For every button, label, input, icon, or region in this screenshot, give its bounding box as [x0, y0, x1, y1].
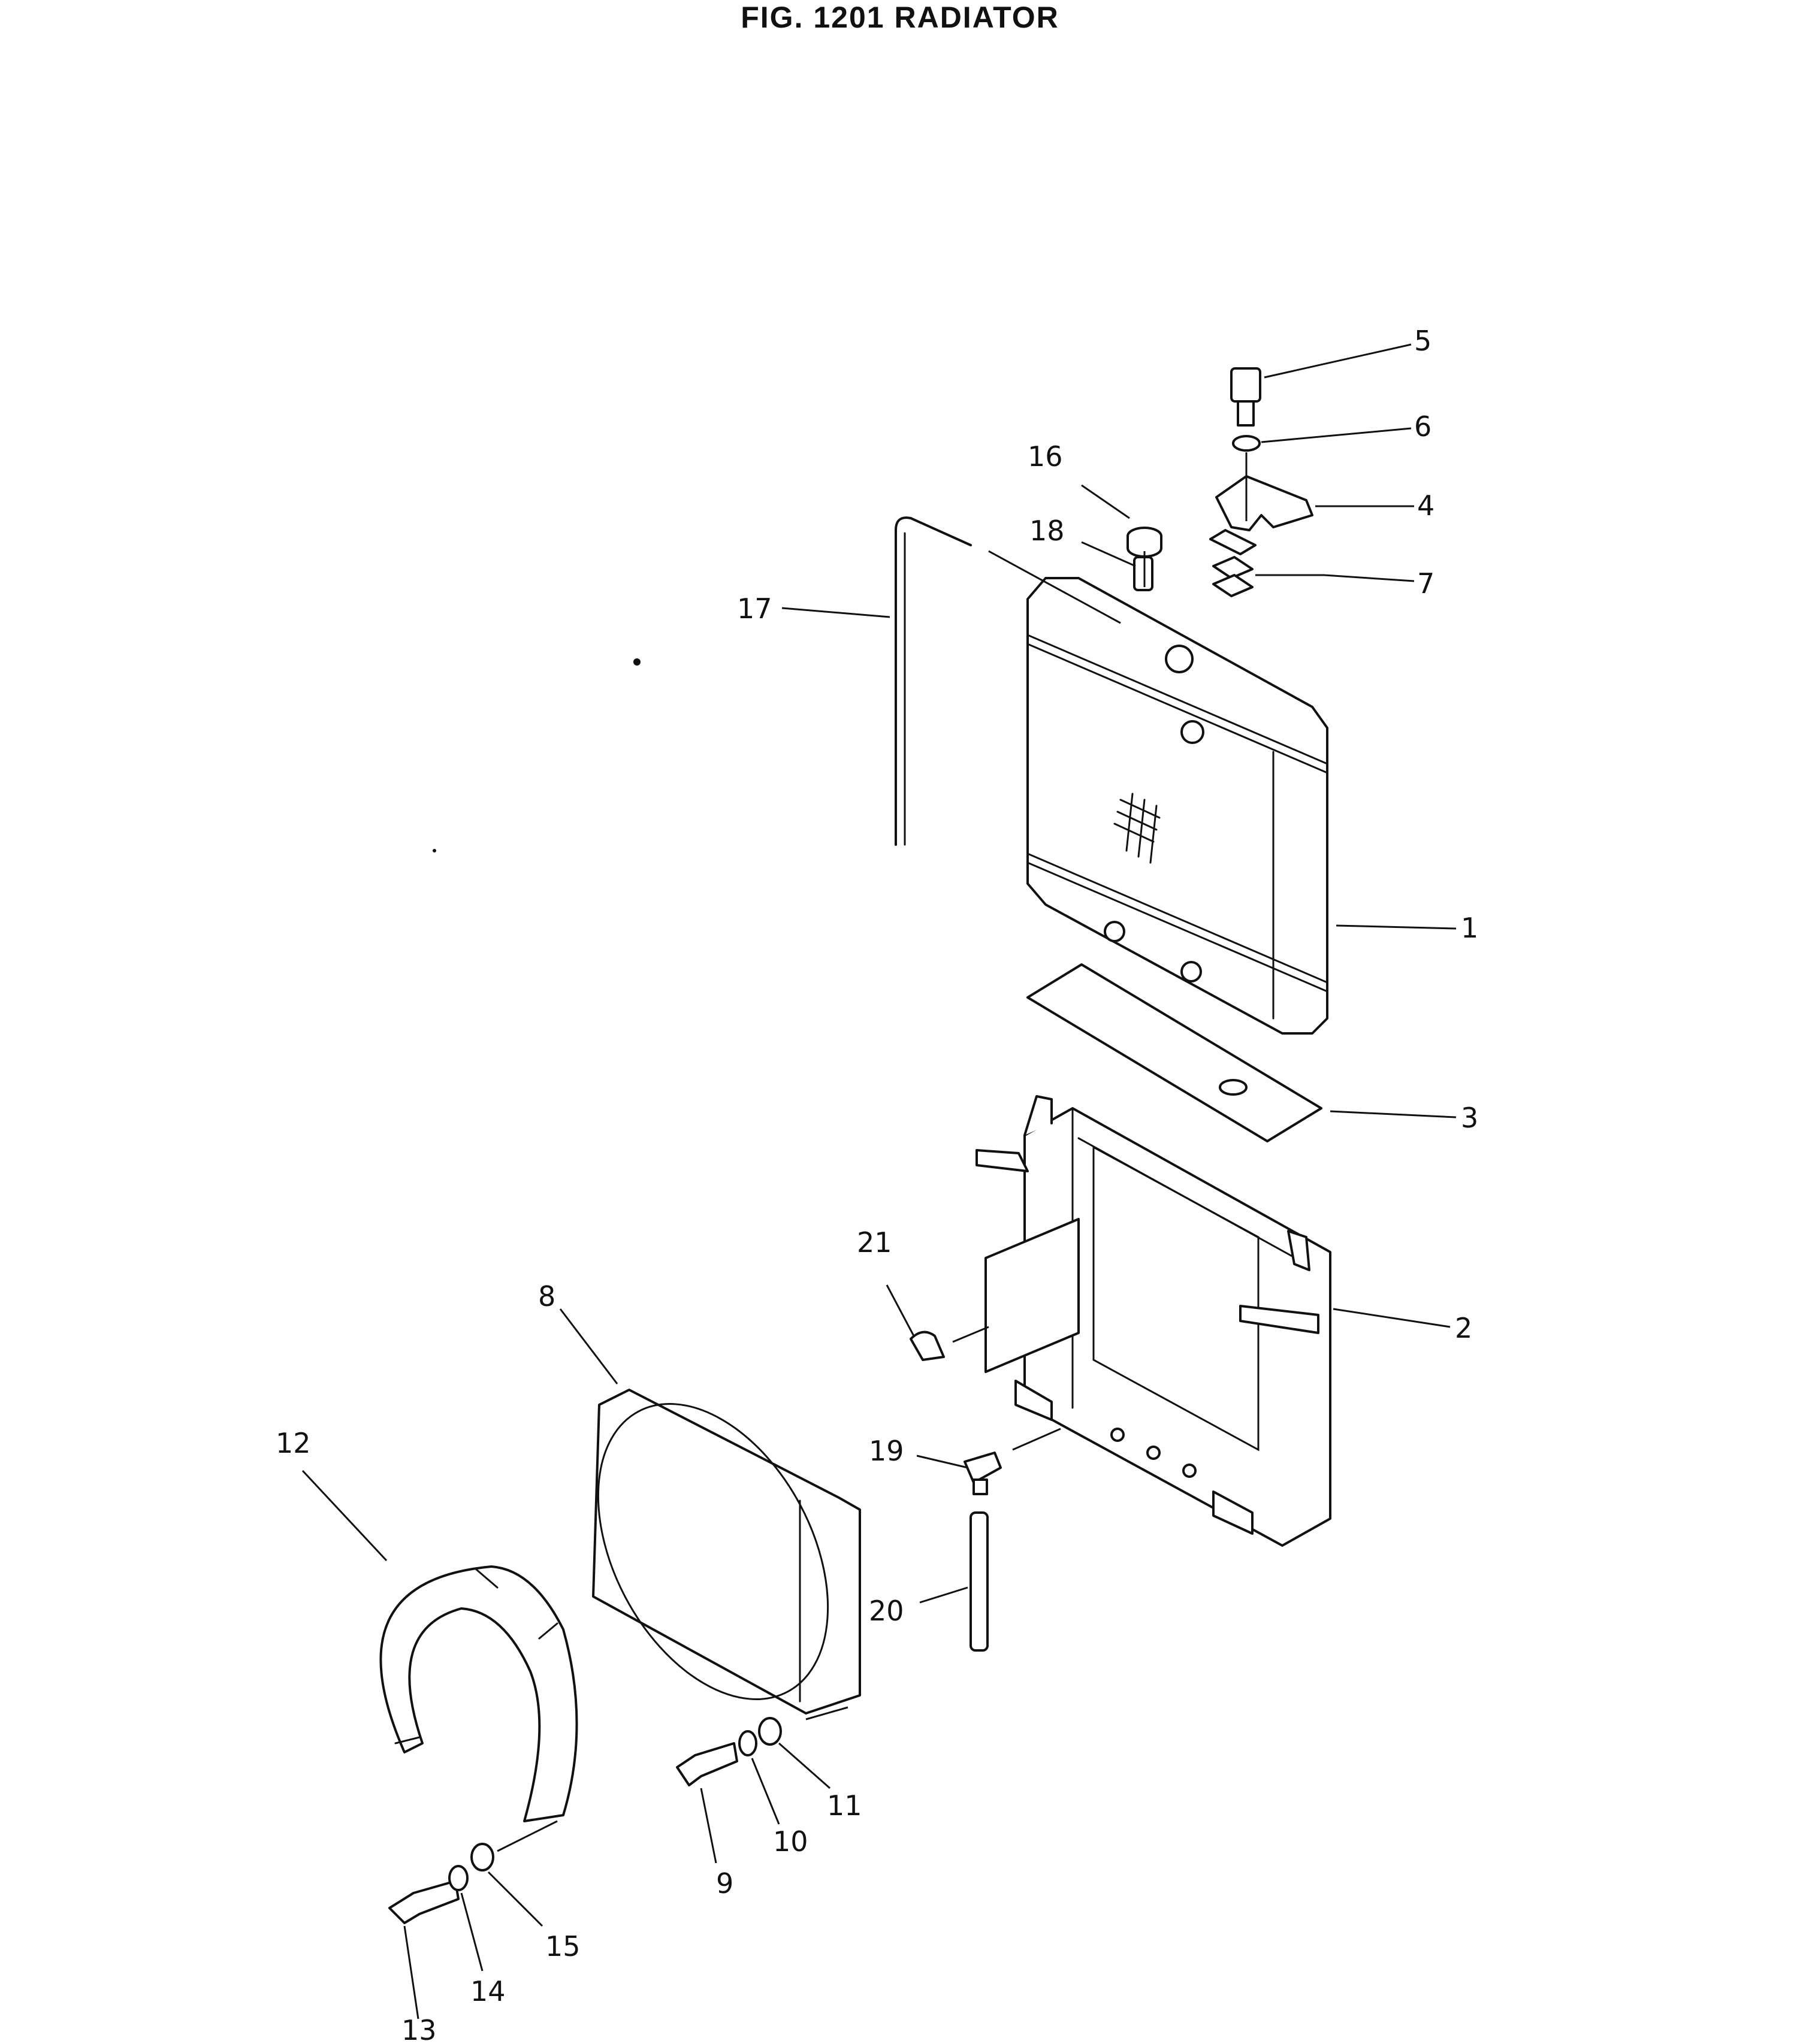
radiator-pad	[1026, 963, 1322, 1142]
overflow-tube	[895, 516, 972, 846]
callout-11: 11	[827, 1789, 862, 1822]
fan-shroud	[592, 1389, 861, 1715]
callout-5: 5	[1414, 325, 1431, 357]
washer-6	[1232, 435, 1261, 452]
callout-15: 15	[545, 1930, 581, 1963]
clip-21	[910, 1331, 945, 1361]
page-title: FIG. 1201 RADIATOR	[741, 1, 1059, 34]
callout-19: 19	[869, 1435, 904, 1467]
bolt-9	[676, 1742, 738, 1786]
callout-8: 8	[538, 1280, 555, 1313]
callout-18: 18	[1029, 515, 1065, 547]
radiator-cap	[1126, 527, 1162, 558]
fan-guard	[379, 1565, 578, 1822]
scan-specks	[433, 658, 641, 852]
callout-9: 9	[716, 1867, 733, 1900]
radiator-core	[1026, 577, 1328, 1035]
callout-4: 4	[1417, 489, 1434, 522]
shims-7	[1212, 556, 1324, 597]
filler-neck	[1133, 556, 1153, 591]
leader-lines	[301, 343, 1457, 2019]
bolt-5	[1230, 367, 1261, 427]
washer-10	[738, 1730, 757, 1756]
washer-14	[448, 1865, 469, 1891]
callout-17: 17	[737, 592, 772, 625]
callout-1: 1	[1461, 912, 1478, 944]
callout-3: 3	[1461, 1102, 1478, 1134]
callout-13: 13	[401, 2014, 437, 2044]
washer-11	[758, 1717, 782, 1746]
callout-7: 7	[1417, 567, 1434, 600]
callout-2: 2	[1455, 1312, 1472, 1344]
bolt-13	[388, 1880, 460, 1924]
callout-10: 10	[773, 1825, 808, 1858]
callout-6: 6	[1414, 410, 1431, 443]
callout-21: 21	[857, 1226, 892, 1259]
drain-cock	[964, 1452, 1002, 1495]
drain-hose	[970, 1511, 989, 1652]
callout-12: 12	[276, 1427, 311, 1459]
callout-16: 16	[1028, 440, 1063, 473]
radiator-frame	[975, 1095, 1331, 1547]
callout-labels: 1 2 3 4 5 6 7 8 9 10 11 12 13 14 15 16 1…	[276, 325, 1478, 2044]
washer-15	[470, 1843, 494, 1871]
callout-14: 14	[470, 1975, 506, 2007]
callout-20: 20	[869, 1595, 904, 1627]
bracket	[1209, 475, 1313, 555]
